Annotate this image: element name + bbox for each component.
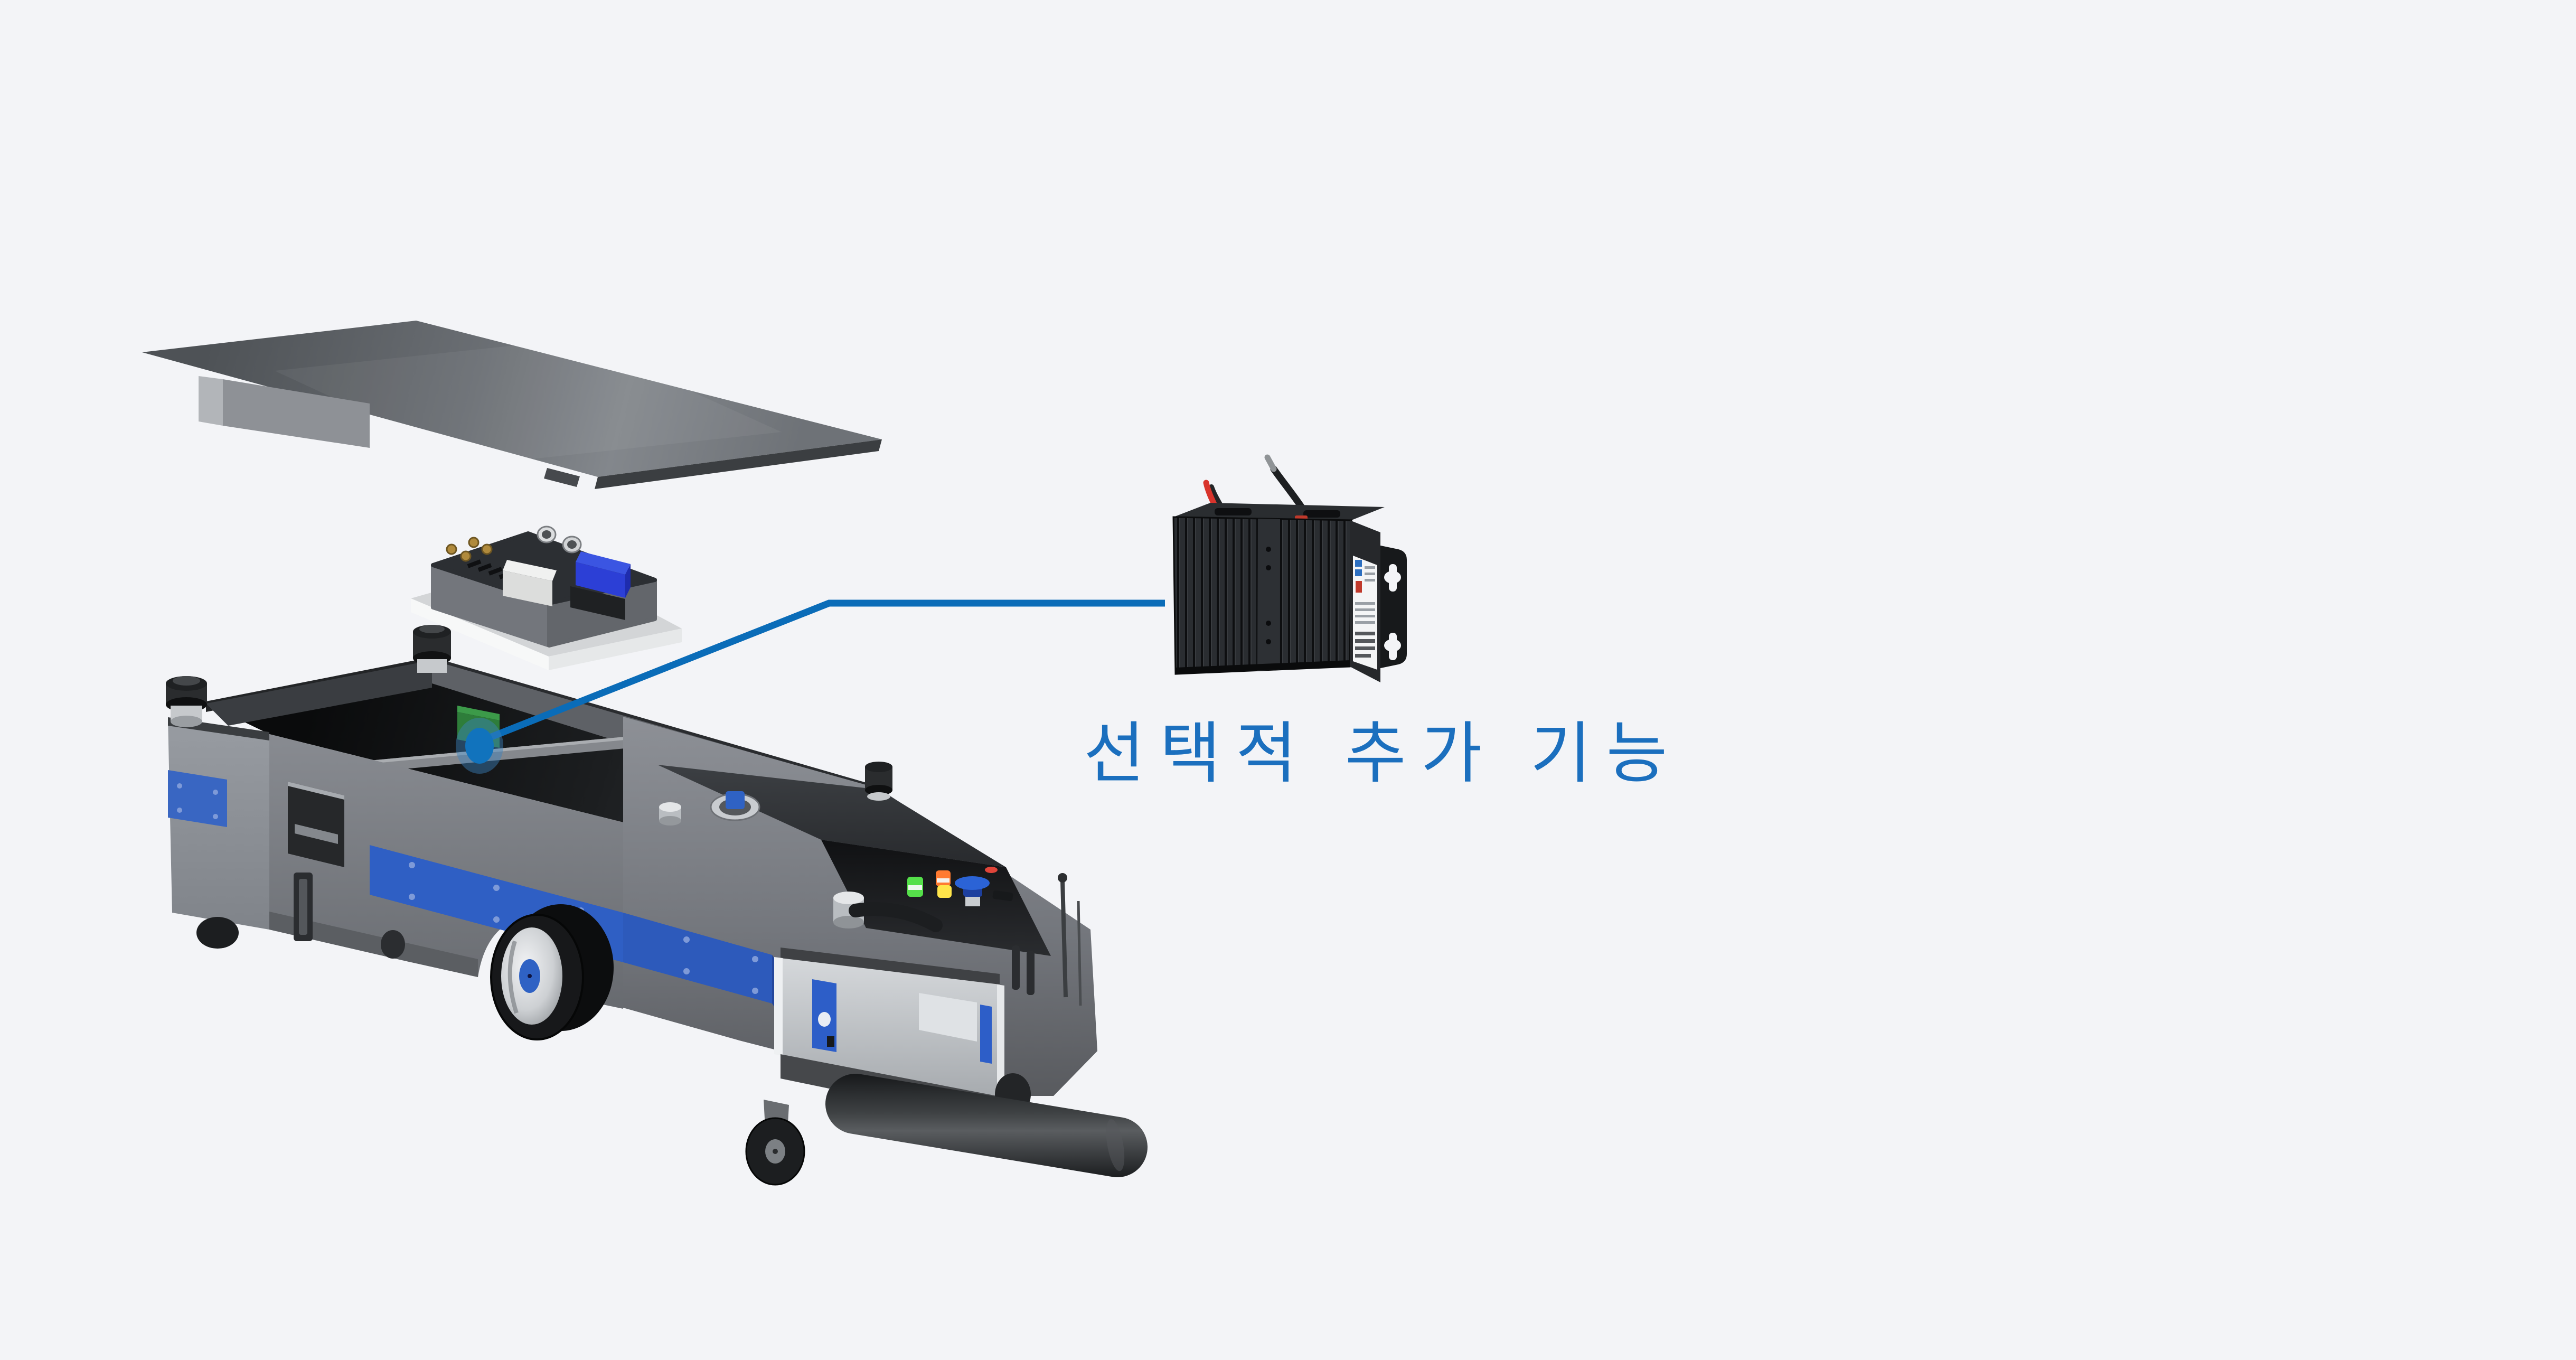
handle-recess-bar	[295, 824, 338, 844]
heatsink-center-channel	[1257, 519, 1280, 671]
callout-line	[488, 599, 1165, 741]
front-vent-inner	[299, 879, 307, 935]
indicator-buttons	[907, 867, 1013, 906]
callout-dot	[465, 728, 494, 764]
cockpit-cylinder	[833, 892, 864, 928]
controller-module	[411, 526, 682, 670]
front-round-port	[381, 930, 405, 959]
panel-top-lip	[781, 948, 1000, 986]
module-connector-blue-front	[576, 562, 625, 598]
module-baseplate-side-left	[411, 598, 549, 670]
cover-notch	[544, 468, 580, 487]
front-deck	[657, 765, 1006, 867]
module-m12-connectors	[537, 526, 582, 554]
module-connector-white-front	[503, 570, 552, 606]
antenna-cable-tip	[1264, 454, 1277, 472]
cover-under-block-left	[199, 376, 223, 426]
module-connector-blue-side	[625, 564, 631, 598]
corner-post-front	[865, 762, 892, 801]
optional-device-box	[1172, 454, 1407, 682]
panel-screen	[919, 993, 977, 1042]
module-baseplate-side-right	[549, 629, 682, 670]
corner-slots	[1012, 945, 1035, 995]
corner-post-mid	[413, 625, 451, 673]
bed-inner-back-wall	[206, 660, 432, 726]
channel-screws	[1266, 547, 1271, 644]
cover-right-edge	[595, 439, 882, 489]
device-bottom-shadow	[1176, 660, 1350, 674]
panel-sensor-left	[812, 979, 836, 1052]
top-cover-plate	[142, 321, 882, 489]
callout-marker	[456, 599, 1165, 774]
device-label-marks	[1355, 560, 1375, 658]
panel-bevel-right	[997, 984, 1004, 1099]
front-caster	[745, 1100, 805, 1186]
corner-post-rear-left	[166, 676, 207, 727]
module-connector-black	[570, 586, 625, 620]
cover-sheen	[275, 339, 782, 465]
cover-top-surface	[142, 321, 882, 477]
handle-recess-lip	[288, 782, 344, 800]
module-standoffs	[446, 537, 493, 562]
drive-wheel	[490, 904, 614, 1040]
handle-recess	[288, 782, 344, 867]
deck-small-cylinder	[659, 802, 681, 826]
left-patch-screws	[177, 783, 218, 819]
module-connector-blue-top	[576, 551, 631, 575]
bed-green-unit-top	[457, 706, 500, 720]
rearbox-left-blue-patch	[168, 770, 227, 827]
roller-bumper	[825, 1074, 1148, 1177]
panel-sensor-right	[980, 1005, 992, 1064]
red-pilot-lamp	[985, 867, 998, 873]
rear-foot-wheel	[196, 917, 239, 949]
antenna	[1058, 873, 1082, 1006]
device-top-slot-b	[1303, 510, 1340, 518]
deck-ring-port	[710, 791, 760, 821]
panel-bevel-left	[774, 957, 783, 1056]
bracket-keyholes	[1384, 564, 1401, 660]
cargo-bed-interior	[206, 660, 879, 822]
front-face-skirt	[269, 912, 478, 977]
device-top-slot-a	[1215, 508, 1252, 515]
cockpit-handle	[849, 902, 943, 932]
agv-vehicle	[166, 625, 1148, 1186]
caption-optional-feature: 선택적 추가 기능	[1084, 716, 1682, 791]
estop-button	[955, 876, 990, 906]
module-connector-white-top	[503, 560, 557, 581]
cover-under-block-front	[223, 379, 370, 448]
